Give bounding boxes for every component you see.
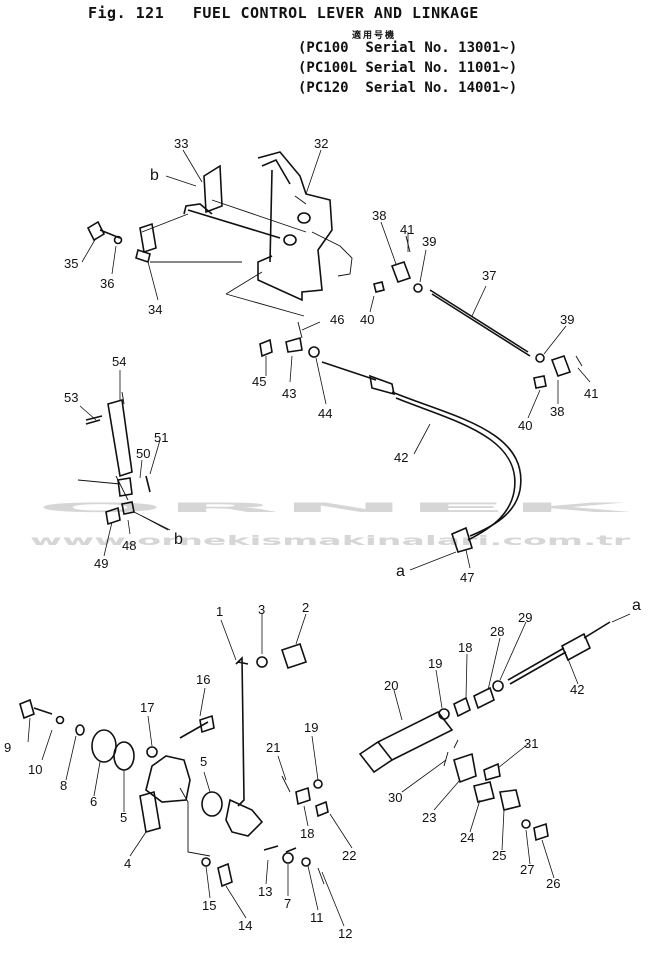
callout-a-right: a [632,597,641,614]
part-label: 6 [90,794,97,809]
part-label: 26 [546,876,560,891]
part-label: 42 [570,682,584,697]
part-number-labels: 33 32 35 36 34 38 41 39 37 40 46 45 43 4… [4,136,598,941]
part-label: 32 [314,136,328,151]
part-label: 18 [458,640,472,655]
part-label: 27 [520,862,534,877]
part-label: 2 [302,600,309,615]
part-label: 9 [4,740,11,755]
callout-a-upper: a [396,563,405,580]
part-label: 5 [120,810,127,825]
part-label: 14 [238,918,252,933]
part-label: 8 [60,778,67,793]
part-label: 40 [518,418,532,433]
leader-lines [27,149,591,927]
part-label: 21 [266,740,280,755]
part-label: 43 [282,386,296,401]
part-label: 11 [310,910,324,925]
serial-line-pc100: (PC100 Serial No. 13001~) [298,40,518,56]
part-label: 16 [196,672,210,687]
part-label: 47 [460,570,474,585]
part-label: 54 [112,354,126,369]
part-label: 17 [140,700,154,715]
part-label: 20 [384,678,398,693]
part-label: 31 [524,736,538,751]
part-label: 19 [304,720,318,735]
part-label: 1 [216,604,223,619]
part-label: 19 [428,656,442,671]
part-label: 35 [64,256,78,271]
part-label: 48 [122,538,136,553]
part-label: 40 [360,312,374,327]
part-label: 22 [342,848,356,863]
applicable-units-label: 適用号機 [352,31,397,41]
watermark-brand: ORNEK [36,501,637,516]
part-label: 15 [202,898,216,913]
part-label: 39 [560,312,574,327]
callout-letters: b a b a [150,167,641,614]
part-label: 12 [338,926,352,941]
part-label: 3 [258,602,265,617]
part-label: 37 [482,268,496,283]
part-label: 41 [400,222,414,237]
figure-title: Fig. 121 FUEL CONTROL LEVER AND LINKAGE [88,4,479,22]
callout-b-middle: b [174,531,183,548]
part-label: 36 [100,276,114,291]
part-label: 24 [460,830,474,845]
bracket-assembly [86,151,353,317]
part-label: 51 [154,430,168,445]
cable-upper [259,321,522,571]
part-label: 29 [518,610,532,625]
part-label: 44 [318,406,332,421]
part-label: 46 [330,312,344,327]
part-label: 23 [422,810,436,825]
part-label: 5 [200,754,207,769]
part-label: 42 [394,450,408,465]
part-label: 25 [492,848,506,863]
part-label: 34 [148,302,162,317]
part-label: 39 [422,234,436,249]
part-label: 50 [136,446,150,461]
part-label: 4 [124,856,131,871]
part-label: 41 [584,386,598,401]
part-label: 45 [252,374,266,389]
part-label: 38 [550,404,564,419]
part-label: 49 [94,556,108,571]
lower-control-lever [19,642,329,888]
cable-lower [358,613,631,842]
part-label: 10 [28,762,42,777]
part-label: 13 [258,884,272,899]
serial-line-pc100l: (PC100L Serial No. 11001~) [298,60,518,76]
serial-line-pc120: (PC120 Serial No. 14001~) [298,80,518,96]
watermark-url: www.ornekismakinalari.com.tr [30,534,632,549]
part-label: 18 [300,826,314,841]
rod-assembly [373,235,583,389]
part-label: 53 [64,390,78,405]
part-label: 38 [372,208,386,223]
part-label: 33 [174,136,188,151]
callout-b-upper: b [150,167,159,184]
part-label: 7 [284,896,291,911]
part-label: 28 [490,624,504,639]
part-label: 30 [388,790,402,805]
